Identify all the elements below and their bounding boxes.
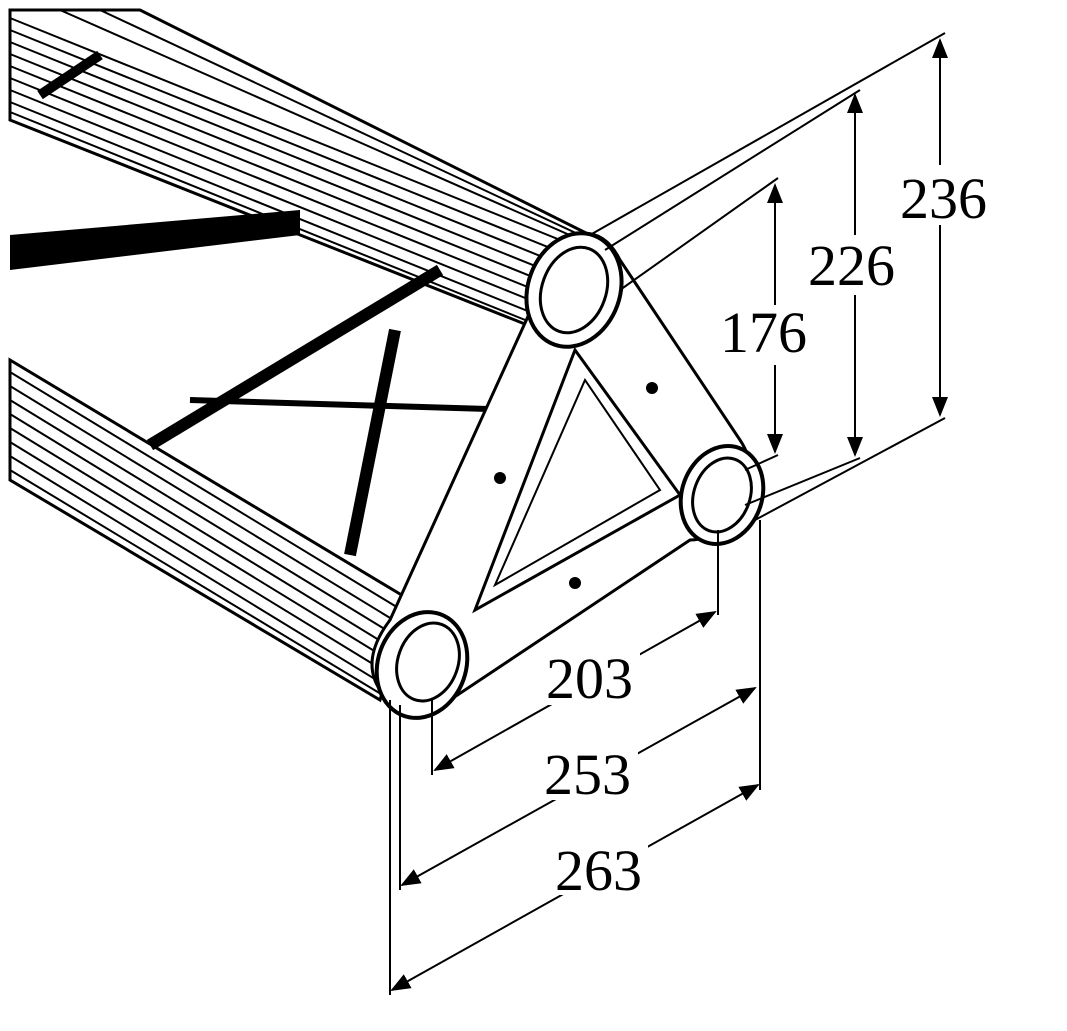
dim-label-226: 226 <box>808 233 895 298</box>
dim-label-263: 263 <box>555 838 642 903</box>
dimension-labels: 236 226 176 203 253 263 <box>543 165 995 903</box>
bottom-left-chord-tube <box>8 357 412 703</box>
dim-label-236: 236 <box>900 166 987 231</box>
dim-label-203: 203 <box>546 646 633 711</box>
tube-end-top <box>524 231 624 349</box>
plate-hole <box>494 472 506 484</box>
tube-end-right <box>678 444 766 546</box>
plate-hole <box>646 382 658 394</box>
plate-hole <box>569 577 581 589</box>
top-chord-tube <box>8 8 603 332</box>
dim-label-253: 253 <box>544 742 631 807</box>
dim-label-176: 176 <box>720 300 807 365</box>
truss-body <box>8 8 766 720</box>
truss-bracing <box>10 50 704 557</box>
